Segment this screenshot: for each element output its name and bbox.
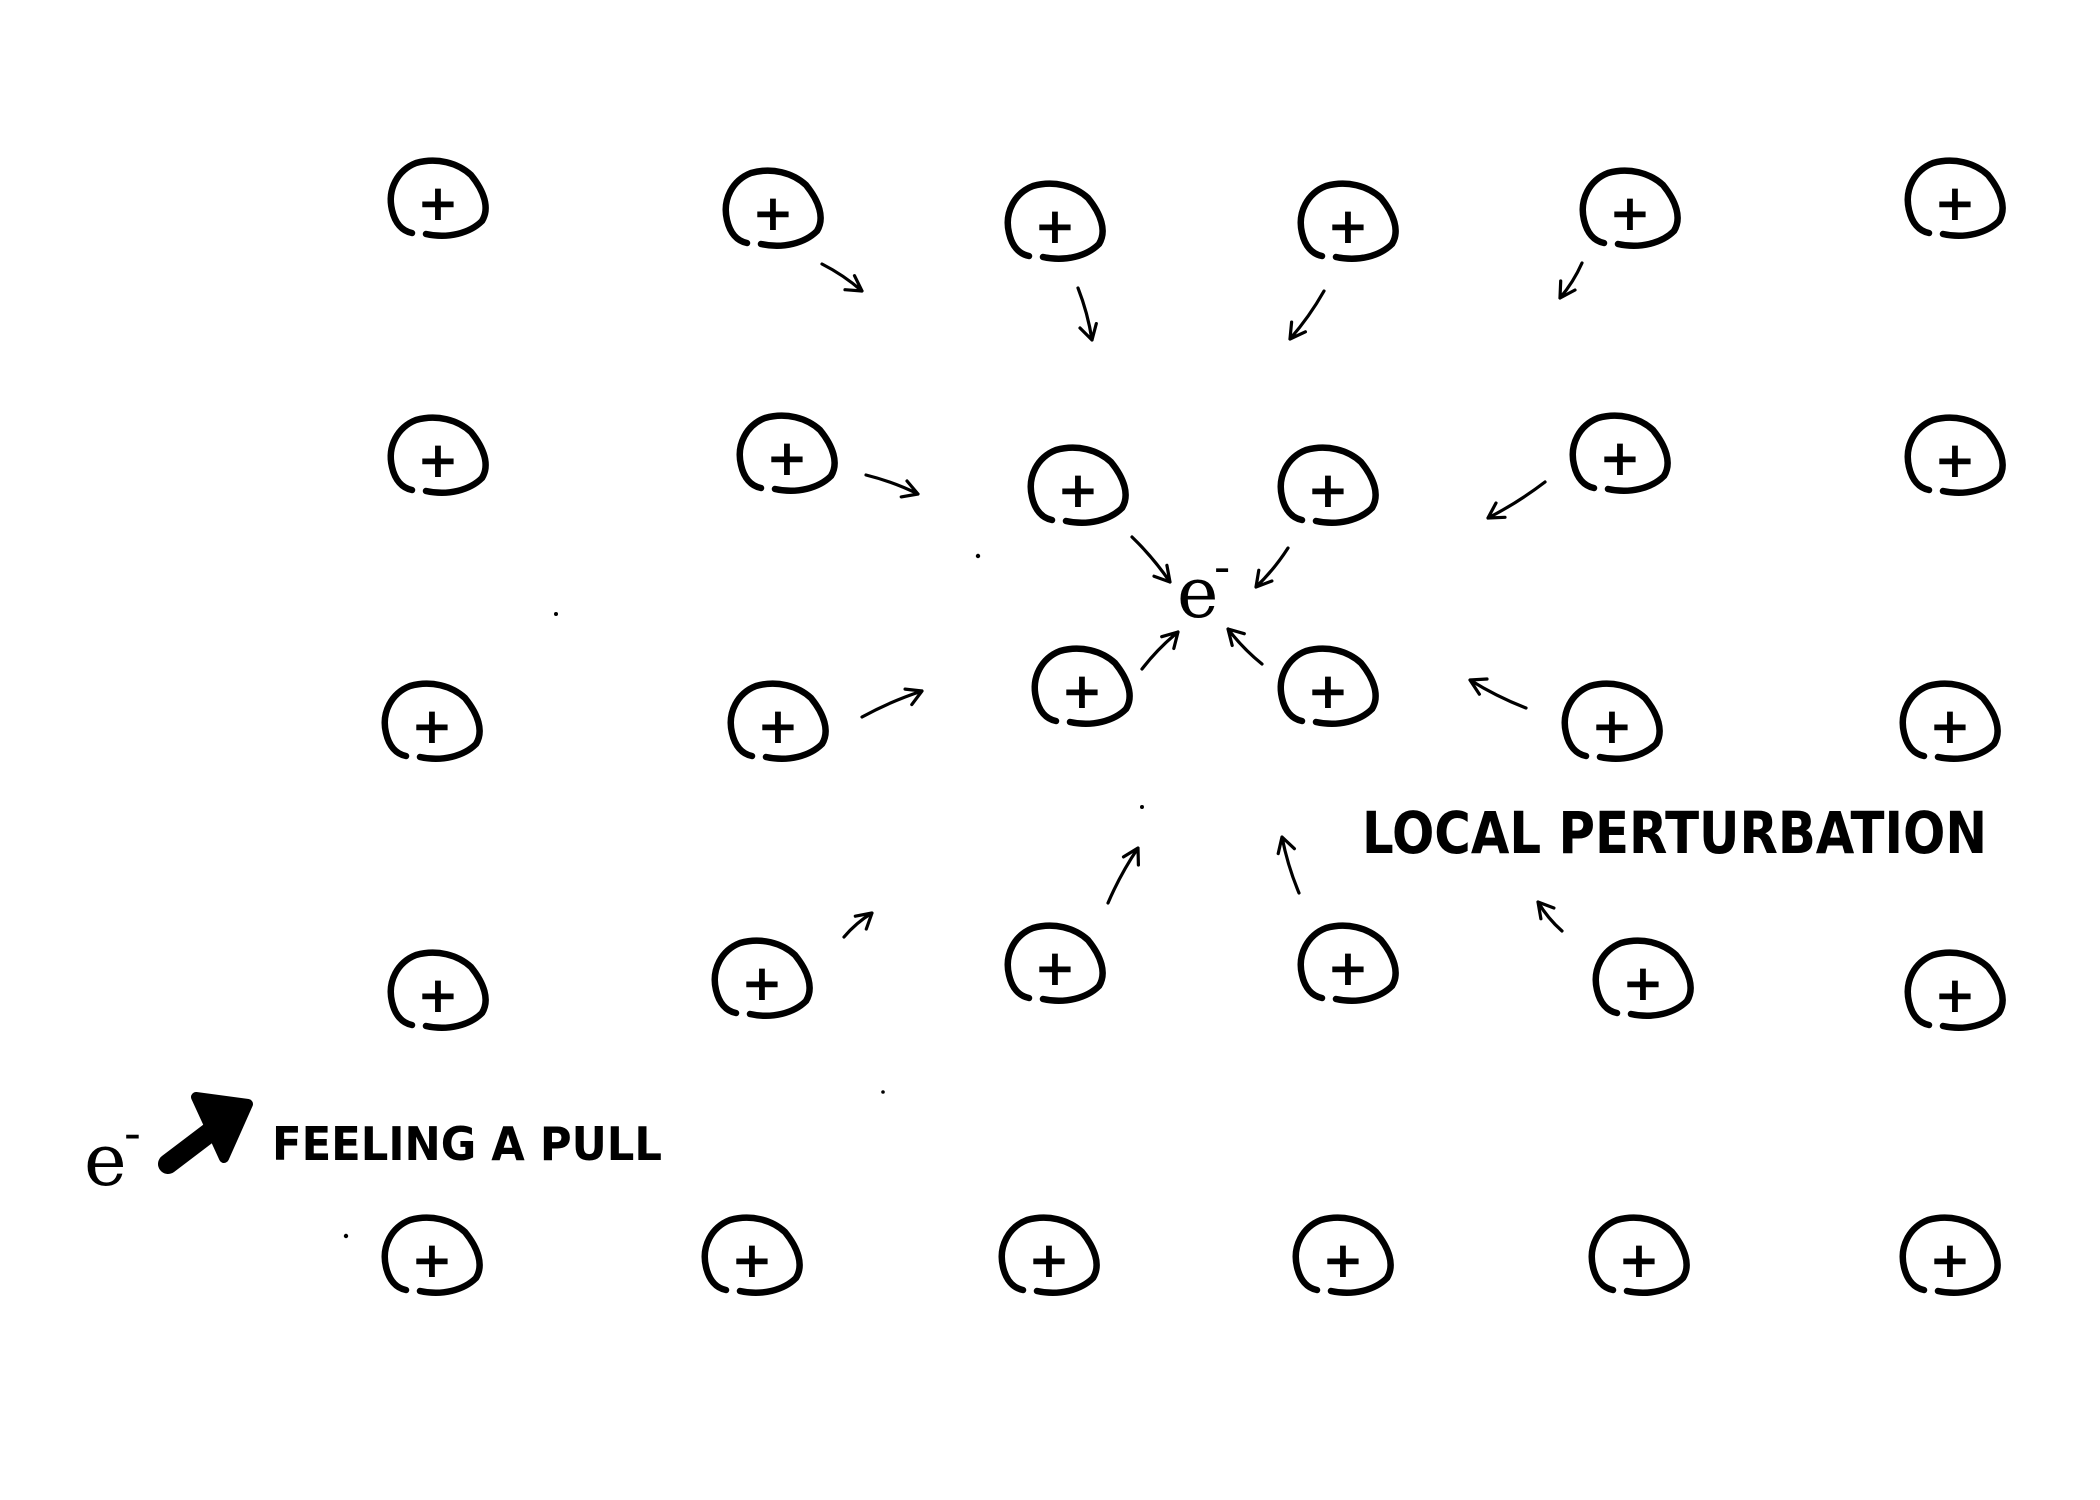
ion-charge-sign: +	[1929, 1231, 1971, 1289]
positive-ion: +	[1008, 184, 1103, 259]
legend-caption: FEELING A PULL	[272, 1117, 662, 1171]
legend: e - FEELING A PULL	[84, 1092, 662, 1202]
positive-ion: +	[1592, 1218, 1687, 1293]
positive-ion: +	[715, 941, 810, 1016]
positive-ion: +	[1002, 1218, 1097, 1293]
ion-charge-sign: +	[1034, 939, 1076, 997]
ion-charge-sign: +	[1591, 697, 1633, 755]
ion-charge-sign: +	[766, 429, 808, 487]
ion-charge-sign: +	[1934, 174, 1976, 232]
positive-ion: +	[1281, 649, 1376, 724]
positive-ion: +	[1301, 926, 1396, 1001]
ion-charge-sign: +	[1618, 1231, 1660, 1289]
pull-arrow	[1468, 677, 1528, 710]
pull-arrow	[1226, 627, 1264, 666]
positive-ion: +	[1296, 1218, 1391, 1293]
pull-arrow	[1130, 535, 1172, 584]
pull-arrow	[820, 262, 864, 293]
positive-ion: +	[1281, 448, 1376, 523]
positive-ion: +	[1035, 649, 1130, 724]
pull-arrow	[1254, 546, 1290, 589]
pull-arrow	[1076, 286, 1098, 342]
ion-charge-sign: +	[1057, 461, 1099, 519]
bold-arrow-icon	[158, 1092, 253, 1174]
ion-charge-sign: +	[1934, 431, 1976, 489]
positive-ion: +	[391, 161, 486, 236]
ion-charge-sign: +	[752, 184, 794, 242]
ion-charge-sign: +	[1061, 662, 1103, 720]
electron-symbol: e	[1177, 552, 1218, 634]
legend-electron-charge: -	[124, 1104, 141, 1162]
pull-arrow	[1536, 900, 1564, 933]
ion-charge-sign: +	[417, 966, 459, 1024]
positive-ion: +	[391, 418, 486, 493]
ion-charge-sign: +	[731, 1231, 773, 1289]
ion-charge-sign: +	[411, 1231, 453, 1289]
ion-charge-sign: +	[1934, 966, 1976, 1024]
positive-ion: +	[1565, 684, 1660, 759]
positive-ion: +	[1301, 184, 1396, 259]
ion-charge-sign: +	[1028, 1231, 1070, 1289]
pull-arrow	[860, 687, 924, 719]
pull-arrow	[1276, 835, 1301, 895]
pull-arrow	[1106, 846, 1140, 905]
positive-ion: +	[1908, 161, 2003, 236]
pull-arrow	[1288, 289, 1326, 341]
positive-ion: +	[385, 684, 480, 759]
positive-ion: +	[1596, 941, 1691, 1016]
positive-ion: +	[1903, 684, 1998, 759]
ion-charge-sign: +	[1929, 697, 1971, 755]
ion-charge-sign: +	[1622, 954, 1664, 1012]
pull-arrow	[842, 911, 874, 939]
ion-charge-sign: +	[757, 697, 799, 755]
ion-charge-sign: +	[417, 174, 459, 232]
ion-charge-sign: +	[741, 954, 783, 1012]
positive-ion: +	[1903, 1218, 1998, 1293]
ion-charge-sign: +	[417, 431, 459, 489]
local-perturbation-label: LOCAL PERTURBATION	[1362, 799, 1987, 867]
positive-ion: +	[391, 953, 486, 1028]
paper-specks	[343, 553, 1144, 1239]
pull-arrow	[864, 473, 920, 499]
pull-arrows	[820, 261, 1584, 939]
ion-charge-sign: +	[1609, 184, 1651, 242]
legend-electron-symbol: e	[84, 1118, 127, 1202]
pull-arrow	[1558, 261, 1584, 300]
ion-charge-sign: +	[1307, 461, 1349, 519]
positive-ion: +	[1008, 926, 1103, 1001]
positive-ion: +	[1583, 171, 1678, 246]
pull-arrow	[1140, 630, 1180, 671]
ion-charge-sign: +	[1322, 1231, 1364, 1289]
central-electron: e -	[1177, 539, 1230, 634]
ion-charge-sign: +	[1599, 429, 1641, 487]
ion-charge-sign: +	[411, 697, 453, 755]
positive-ion: +	[1908, 953, 2003, 1028]
positive-ion: +	[726, 171, 821, 246]
positive-ion: +	[740, 416, 835, 491]
electron-charge: -	[1214, 539, 1230, 595]
positive-ion: +	[1908, 418, 2003, 493]
positive-ion: +	[1573, 416, 1668, 491]
positive-ion: +	[705, 1218, 800, 1293]
pull-arrow	[1486, 480, 1547, 520]
positive-ion: +	[731, 684, 826, 759]
ion-charge-sign: +	[1034, 197, 1076, 255]
positive-ion: +	[1031, 448, 1126, 523]
ion-lattice: + + + + + + + + + + + + + + + + + + + + + + + + + + + + + +	[385, 161, 2003, 1293]
ion-charge-sign: +	[1327, 197, 1369, 255]
ion-charge-sign: +	[1307, 662, 1349, 720]
positive-ion: +	[385, 1218, 480, 1293]
ion-charge-sign: +	[1327, 939, 1369, 997]
